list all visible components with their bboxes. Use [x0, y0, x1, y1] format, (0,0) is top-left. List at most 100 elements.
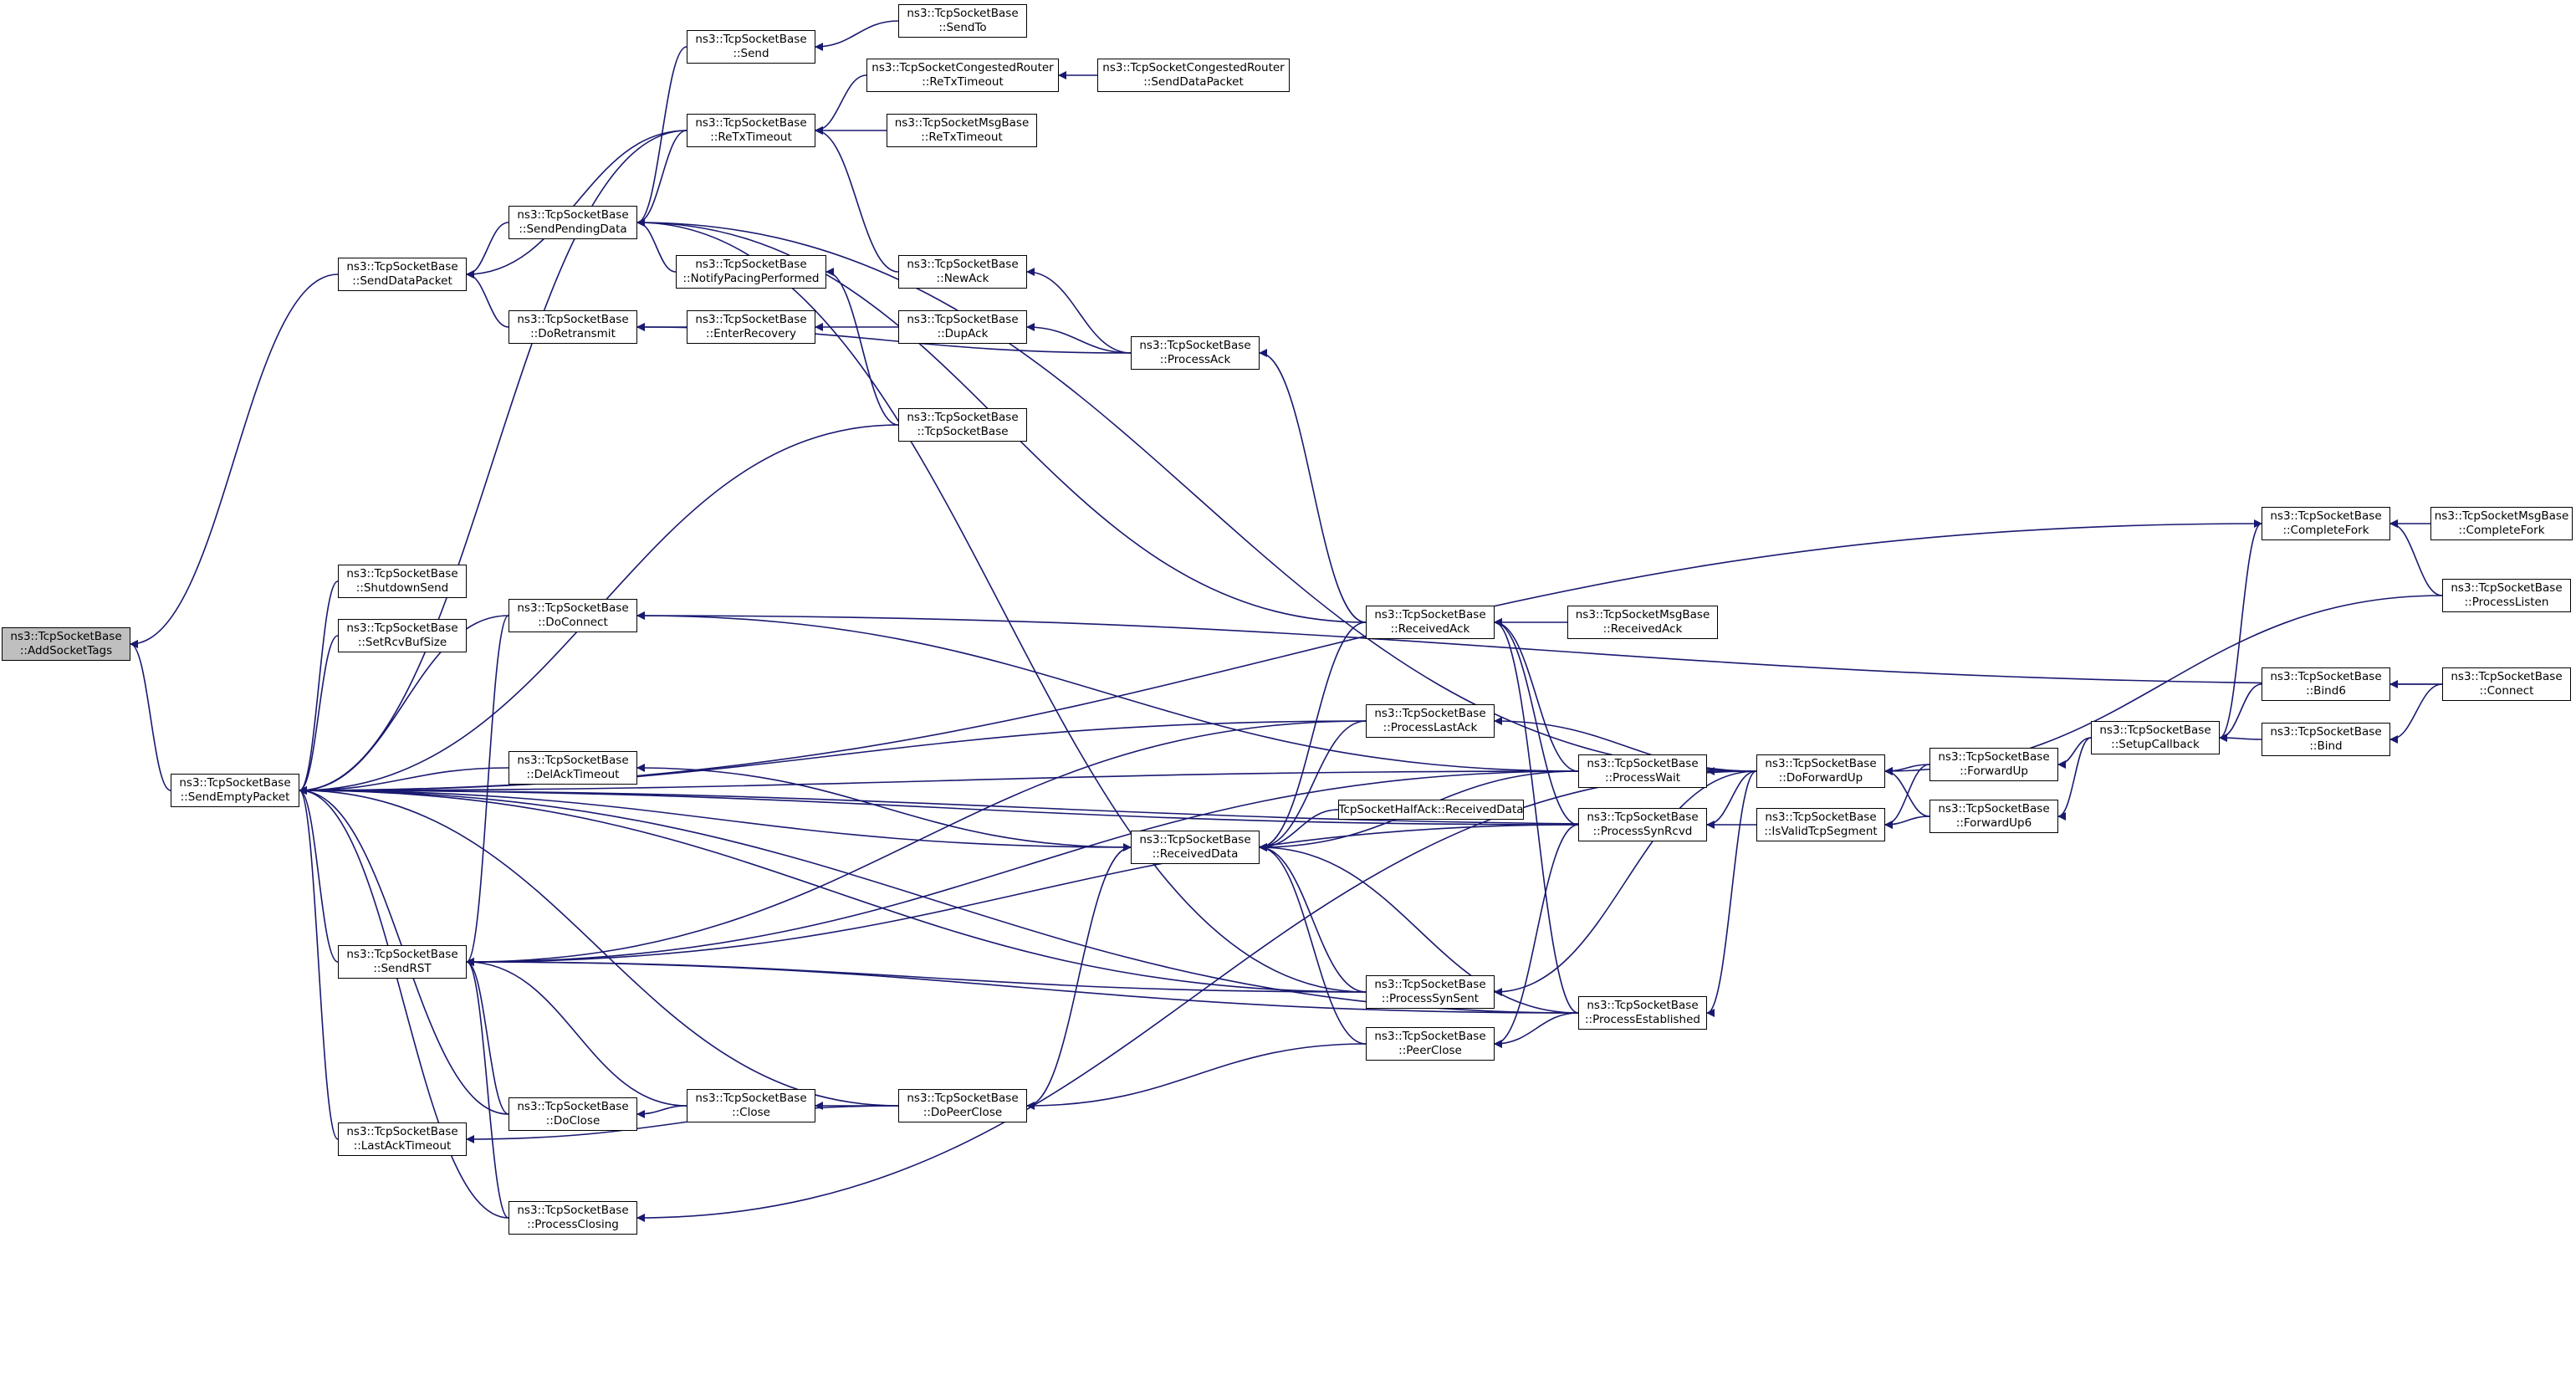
node-send-to[interactable]: ns3::TcpSocketBase::SendTo: [898, 4, 1027, 38]
node-received-data[interactable]: ns3::TcpSocketBase::ReceivedData: [1131, 831, 1260, 864]
edge-process-ack-to-dup-ack: [1026, 323, 1132, 354]
node-do-forward-up[interactable]: ns3::TcpSocketBase::DoForwardUp: [1756, 754, 1885, 788]
node-bind[interactable]: ns3::TcpSocketBase::Bind: [2262, 723, 2390, 756]
node-shutdown-send[interactable]: ns3::TcpSocketBase::ShutdownSend: [338, 565, 467, 598]
edge-process-last-ack-to-send-rst: [466, 720, 1367, 966]
edge-retx-timeout-to-send-empty-packet: [299, 130, 687, 795]
edge-process-ack-to-new-ack: [1026, 268, 1132, 354]
node-congested-router-retx-timeout[interactable]: ns3::TcpSocketCongestedRouter::ReTxTimeo…: [866, 59, 1059, 92]
node-bind6[interactable]: ns3::TcpSocketBase::Bind6: [2262, 667, 2390, 701]
node-process-listen[interactable]: ns3::TcpSocketBase::ProcessListen: [2442, 579, 2571, 612]
edge-send-empty-packet-to-add-socket-tags: [130, 640, 171, 791]
edge-peer-close-to-received-data: [1259, 843, 1367, 1045]
edge-set-rcv-buf-size-to-send-empty-packet: [299, 635, 339, 795]
edge-is-valid-tcp-segment-to-send-empty-packet: [299, 786, 1757, 826]
edge-process-listen-to-complete-fork: [2389, 519, 2443, 596]
node-forward-up[interactable]: ns3::TcpSocketBase::ForwardUp: [1929, 748, 2058, 781]
edge-bind-to-setup-callback: [2219, 734, 2262, 743]
node-new-ack[interactable]: ns3::TcpSocketBase::NewAck: [898, 255, 1027, 289]
edge-connect-to-bind: [2389, 683, 2443, 744]
edge-send-pending-data-to-send-data-packet: [466, 222, 509, 279]
node-process-ack[interactable]: ns3::TcpSocketBase::ProcessAck: [1131, 336, 1260, 370]
node-send-data-packet[interactable]: ns3::TcpSocketBase::SendDataPacket: [338, 258, 467, 291]
edge-process-established-to-send-empty-packet: [299, 786, 1579, 1014]
node-process-closing[interactable]: ns3::TcpSocketBase::ProcessClosing: [509, 1201, 637, 1235]
node-notify-pacing-performed[interactable]: ns3::TcpSocketBase::NotifyPacingPerforme…: [676, 255, 826, 289]
edge-do-retransmit-to-send-data-packet: [466, 270, 509, 328]
node-do-peer-close[interactable]: ns3::TcpSocketBase::DoPeerClose: [898, 1089, 1027, 1122]
node-retx-timeout[interactable]: ns3::TcpSocketBase::ReTxTimeout: [687, 114, 815, 147]
node-process-established[interactable]: ns3::TcpSocketBase::ProcessEstablished: [1578, 996, 1707, 1030]
edge-half-ack-received-data-to-received-data: [1259, 809, 1339, 851]
edge-process-established-to-received-ack: [1494, 618, 1579, 1014]
node-do-close[interactable]: ns3::TcpSocketBase::DoClose: [509, 1097, 637, 1131]
edge-process-wait-to-received-ack: [1494, 618, 1579, 772]
edge-close-to-send-rst: [466, 958, 687, 1107]
edge-process-syn-sent-to-received-data: [1259, 843, 1367, 993]
node-complete-fork[interactable]: ns3::TcpSocketBase::CompleteFork: [2262, 507, 2390, 540]
edge-do-forward-up-to-process-syn-sent: [1494, 770, 1757, 996]
node-send-pending-data[interactable]: ns3::TcpSocketBase::SendPendingData: [509, 206, 637, 239]
node-send[interactable]: ns3::TcpSocketBase::Send: [687, 30, 815, 64]
edge-do-connect-to-send-rst: [466, 615, 509, 966]
node-process-syn-sent[interactable]: ns3::TcpSocketBase::ProcessSynSent: [1366, 975, 1495, 1009]
edge-complete-fork-to-send-empty-packet: [299, 523, 2262, 795]
node-process-wait[interactable]: ns3::TcpSocketBase::ProcessWait: [1578, 754, 1707, 788]
edge-del-ack-timeout-to-send-empty-packet: [299, 767, 509, 795]
edge-setup-callback-to-complete-fork: [2219, 519, 2262, 739]
edge-new-ack-to-retx-timeout: [815, 126, 899, 273]
edge-process-wait-to-do-connect: [636, 611, 1579, 772]
node-is-valid-tcp-segment[interactable]: ns3::TcpSocketBase::IsValidTcpSegment: [1756, 808, 1885, 841]
node-setup-callback[interactable]: ns3::TcpSocketBase::SetupCallback: [2091, 721, 2220, 754]
node-msg-base-complete-fork[interactable]: ns3::TcpSocketMsgBase::CompleteFork: [2430, 507, 2573, 540]
node-do-retransmit[interactable]: ns3::TcpSocketBase::DoRetransmit: [509, 310, 637, 344]
node-set-rcv-buf-size[interactable]: ns3::TcpSocketBase::SetRcvBufSize: [338, 619, 467, 652]
edge-connect-to-do-connect: [636, 611, 2443, 685]
edge-retx-timeout-to-send-data-packet: [466, 130, 687, 279]
edge-setup-callback-to-forward-up: [2057, 737, 2092, 769]
node-do-connect[interactable]: ns3::TcpSocketBase::DoConnect: [509, 599, 637, 632]
node-process-syn-rcvd[interactable]: ns3::TcpSocketBase::ProcessSynRcvd: [1578, 808, 1707, 841]
edge-close-to-do-close: [636, 1105, 687, 1118]
edge-do-close-to-send-rst: [466, 958, 509, 1115]
node-enter-recovery[interactable]: ns3::TcpSocketBase::EnterRecovery: [687, 310, 815, 344]
edge-last-ack-timeout-to-send-empty-packet: [299, 786, 339, 1140]
edge-send-data-packet-to-add-socket-tags: [130, 274, 339, 648]
edge-do-forward-up-to-process-established: [1706, 770, 1757, 1017]
node-msg-base-received-ack[interactable]: ns3::TcpSocketMsgBase::ReceivedAck: [1567, 606, 1718, 639]
edge-shutdown-send-to-send-empty-packet: [299, 580, 339, 795]
node-close[interactable]: ns3::TcpSocketBase::Close: [687, 1089, 815, 1122]
edge-process-wait-to-send-empty-packet: [299, 770, 1579, 795]
node-add-socket-tags: ns3::TcpSocketBase::AddSocketTags: [2, 627, 130, 661]
edge-forward-up6-to-is-valid-tcp-segment: [1884, 816, 1930, 829]
edge-congested-router-retx-timeout-to-retx-timeout: [815, 74, 867, 135]
edge-process-established-to-received-data: [1259, 843, 1579, 1014]
edge-layer: [130, 20, 2443, 1222]
node-msg-base-retx-timeout[interactable]: ns3::TcpSocketMsgBase::ReTxTimeout: [887, 114, 1037, 147]
node-connect[interactable]: ns3::TcpSocketBase::Connect: [2442, 667, 2571, 701]
edge-do-peer-close-to-last-ack-timeout: [466, 1105, 899, 1143]
edge-notify-pacing-performed-to-send-pending-data: [636, 218, 677, 273]
node-del-ack-timeout[interactable]: ns3::TcpSocketBase::DelAckTimeout: [509, 751, 637, 785]
edge-received-data-to-del-ack-timeout: [636, 764, 1132, 848]
edge-received-ack-to-received-data: [1259, 621, 1367, 851]
edge-received-ack-to-process-ack: [1259, 349, 1367, 623]
node-process-last-ack[interactable]: ns3::TcpSocketBase::ProcessLastAck: [1366, 704, 1495, 738]
node-tcp-socket-base-ctor[interactable]: ns3::TcpSocketBase::TcpSocketBase: [898, 408, 1027, 442]
node-send-empty-packet[interactable]: ns3::TcpSocketBase::SendEmptyPacket: [171, 774, 299, 807]
edge-process-wait-to-send-rst: [466, 770, 1579, 966]
node-half-ack-received-data[interactable]: TcpSocketHalfAck::ReceivedData: [1338, 800, 1524, 820]
edge-process-closing-to-send-empty-packet: [299, 786, 509, 1219]
edge-tcp-socket-base-ctor-to-notify-pacing-performed: [825, 268, 899, 426]
node-dup-ack[interactable]: ns3::TcpSocketBase::DupAck: [898, 310, 1027, 344]
node-send-rst[interactable]: ns3::TcpSocketBase::SendRST: [338, 945, 467, 979]
node-last-ack-timeout[interactable]: ns3::TcpSocketBase::LastAckTimeout: [338, 1122, 467, 1156]
edge-setup-callback-to-forward-up6: [2057, 737, 2092, 821]
node-forward-up6[interactable]: ns3::TcpSocketBase::ForwardUp6: [1929, 800, 2058, 833]
node-congested-router-send-data-packet[interactable]: ns3::TcpSocketCongestedRouter::SendDataP…: [1097, 59, 1290, 92]
node-received-ack[interactable]: ns3::TcpSocketBase::ReceivedAck: [1366, 606, 1495, 639]
node-peer-close[interactable]: ns3::TcpSocketBase::PeerClose: [1366, 1027, 1495, 1061]
edge-process-syn-rcvd-to-peer-close: [1494, 824, 1579, 1048]
edge-process-closing-to-send-rst: [466, 958, 509, 1219]
